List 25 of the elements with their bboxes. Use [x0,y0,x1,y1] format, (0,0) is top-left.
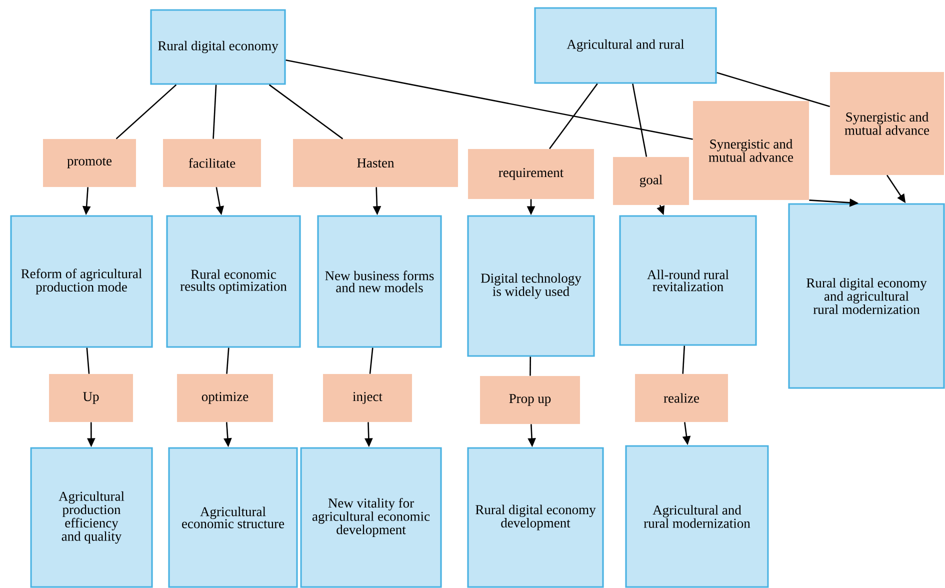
relation-label-box: facilitate [163,139,261,187]
relation-label-box: goal [613,157,689,205]
concept-box: Agricultural production efficiency and quality [30,447,153,588]
relation-label-box: Hasten [293,139,458,187]
concept-box: New vitality for agricultural economic development [300,447,442,588]
concept-box: Rural digital economy [150,9,286,85]
concept-box: Rural digital economy and agricultural rural modernization [788,203,945,389]
relation-label-box: Up [49,374,133,422]
relation-label-box: Synergistic and mutual advance [830,72,944,175]
concept-box: Rural economic results optimization [166,215,301,348]
relation-label-box: Prop up [480,376,580,424]
relation-label-box: promote [43,139,136,187]
concept-box: Agricultural economic structure [168,447,298,588]
concept-box: Agricultural and rural [534,7,717,84]
concept-box: Agricultural and rural modernization [625,445,769,588]
concept-box: Reform of agricultural production mode [10,215,153,348]
relation-label-box: optimize [177,374,273,422]
concept-box: Digital technology is widely used [467,215,595,357]
concept-box: Rural digital economy development [467,447,604,588]
relation-label-box: inject [323,374,412,422]
relation-label-box: realize [635,374,728,422]
concept-box: New business forms and new models [317,215,442,348]
concept-box: All-round rural revitalization [619,215,757,346]
relation-label-box: requirement [468,149,594,199]
relation-label-box: Synergistic and mutual advance [693,101,809,200]
